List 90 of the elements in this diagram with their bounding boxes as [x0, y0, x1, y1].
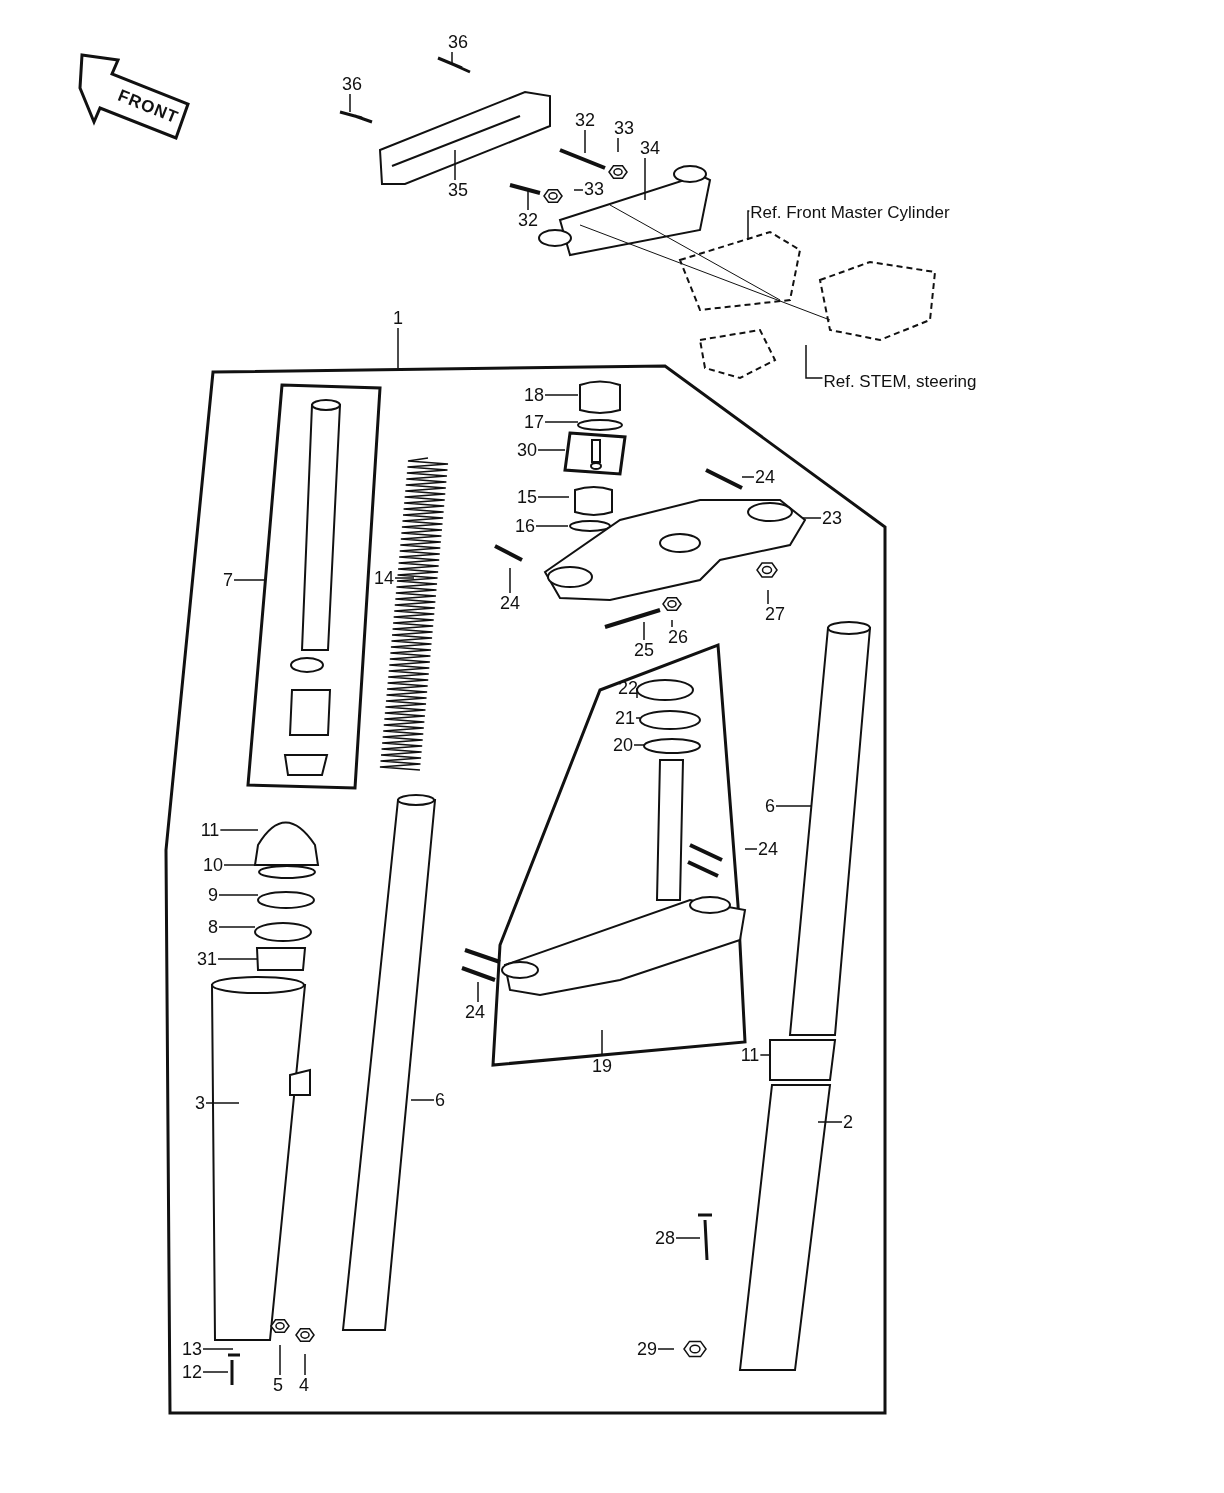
- leader-line: [349, 93, 351, 113]
- leader-line: [805, 344, 824, 379]
- leader-line: [535, 525, 569, 527]
- callout-number: 21: [614, 708, 636, 728]
- callout-number: 10: [202, 855, 224, 875]
- leader-line: [643, 621, 645, 641]
- callout-number: 1: [392, 308, 404, 328]
- leader-line: [671, 619, 673, 628]
- callout-number: 32: [574, 110, 596, 130]
- leader-line: [205, 1102, 240, 1104]
- leader-line: [219, 829, 259, 831]
- leader-line: [509, 567, 511, 594]
- leader-line: [817, 1121, 843, 1123]
- callout-number: 23: [821, 508, 843, 528]
- callout-number: 35: [447, 180, 469, 200]
- callout-number: 36: [447, 32, 469, 52]
- leader-line: [537, 496, 570, 498]
- leader-line: [233, 579, 266, 581]
- callout-number: 9: [207, 885, 219, 905]
- callout-number: 26: [667, 627, 689, 647]
- leader-line: [675, 1237, 701, 1239]
- callout-number: 27: [764, 604, 786, 624]
- leader-line: [601, 1029, 603, 1057]
- leader-line: [304, 1353, 306, 1376]
- callout-number: 20: [612, 735, 634, 755]
- callout-number: 14: [373, 568, 395, 588]
- leader-line: [633, 744, 645, 746]
- reference-note: Ref. STEM, steering: [822, 372, 978, 392]
- callout-number: 17: [523, 412, 545, 432]
- callout-number: 29: [636, 1339, 658, 1359]
- callout-number: 13: [181, 1339, 203, 1359]
- leader-line: [451, 51, 453, 65]
- callout-number: 33: [613, 118, 635, 138]
- callout-number: 16: [514, 516, 536, 536]
- callout-number: 19: [591, 1056, 613, 1076]
- leader-line: [218, 894, 259, 896]
- leader-line: [394, 577, 415, 579]
- callout-number: 6: [434, 1090, 446, 1110]
- callout-number: 18: [523, 385, 545, 405]
- callout-number: 5: [272, 1375, 284, 1395]
- leader-line: [544, 394, 579, 396]
- callout-number: 36: [341, 74, 363, 94]
- callout-number: 24: [499, 593, 521, 613]
- leader-line: [617, 137, 619, 153]
- callout-number: 11: [739, 1045, 761, 1065]
- leader-line: [217, 958, 258, 960]
- callout-number: 11: [199, 820, 221, 840]
- leader-line: [744, 848, 758, 850]
- leader-line: [202, 1371, 229, 1373]
- leader-line: [759, 1054, 771, 1056]
- callout-number: 28: [654, 1228, 676, 1248]
- leader-line: [218, 926, 256, 928]
- callout-number: 33: [583, 179, 605, 199]
- leader-line: [202, 1348, 234, 1350]
- leader-line: [747, 210, 751, 241]
- leader-line: [537, 449, 566, 451]
- leader-line: [635, 717, 641, 719]
- leader-line: [573, 189, 584, 191]
- callout-number: 6: [764, 796, 776, 816]
- callout-number: 3: [194, 1093, 206, 1113]
- callout-number: 24: [464, 1002, 486, 1022]
- leader-line: [741, 476, 755, 478]
- leader-line: [544, 421, 579, 423]
- callout-number: 4: [298, 1375, 310, 1395]
- callout-number: 24: [757, 839, 779, 859]
- leader-line: [657, 1348, 675, 1350]
- leader-line: [767, 589, 769, 605]
- callout-number: 12: [181, 1362, 203, 1382]
- leader-line: [584, 129, 586, 154]
- callout-number: 7: [222, 570, 234, 590]
- leader-line: [410, 1099, 435, 1101]
- callout-number: 32: [517, 210, 539, 230]
- leader-line: [636, 687, 638, 699]
- leader-line: [644, 157, 646, 201]
- leader-line: [454, 149, 456, 181]
- callout-number: 30: [516, 440, 538, 460]
- callout-number: 8: [207, 917, 219, 937]
- callout-number: 25: [633, 640, 655, 660]
- leader-line: [527, 189, 529, 211]
- leader-line: [397, 327, 399, 369]
- callout-number: 15: [516, 487, 538, 507]
- leader-line: [279, 1344, 281, 1376]
- leader-line: [775, 805, 813, 807]
- leader-line: [477, 981, 479, 1003]
- callout-number: 24: [754, 467, 776, 487]
- callout-number: 34: [639, 138, 661, 158]
- callout-number: 31: [196, 949, 218, 969]
- callout-number: 2: [842, 1112, 854, 1132]
- reference-note: Ref. Front Master Cylinder: [749, 203, 951, 223]
- leader-line: [802, 517, 822, 519]
